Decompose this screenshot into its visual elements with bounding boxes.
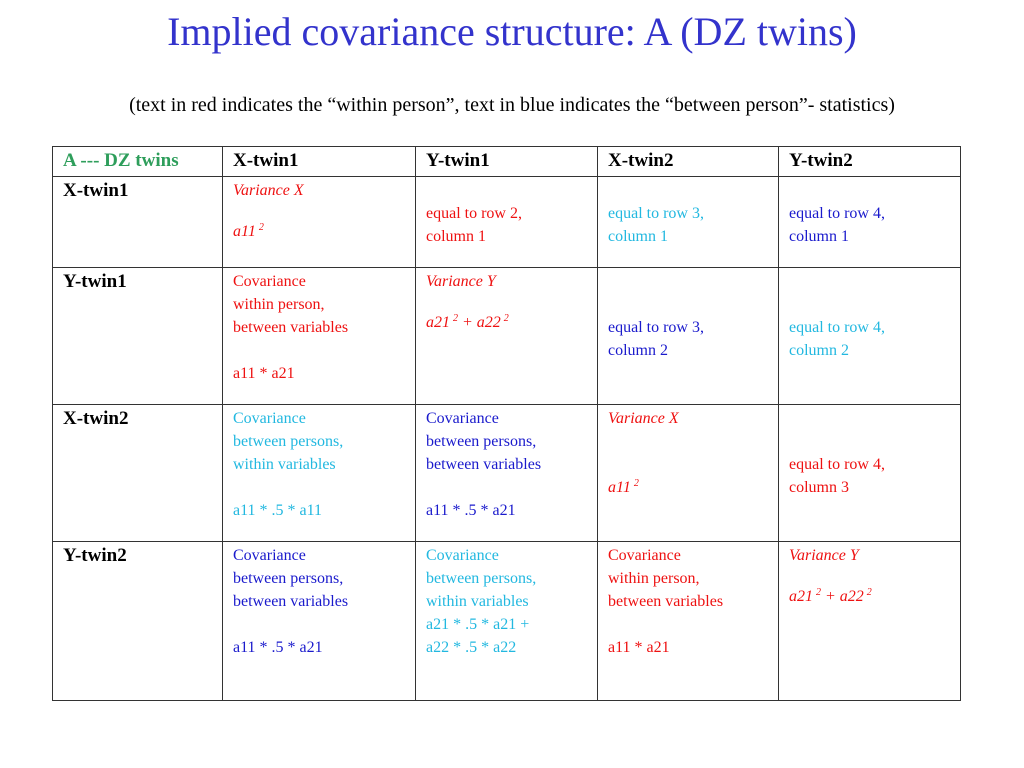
formula-term: a11	[608, 479, 631, 496]
cell-text-line: equal to row 4,	[789, 205, 885, 222]
column-header-y-twin2: Y-twin2	[778, 146, 961, 177]
cell-text-line: between persons,	[426, 433, 537, 450]
cell-formula: a11 * .5 * a21	[426, 502, 516, 519]
cell-text-line: Covariance	[426, 410, 499, 427]
cell-text-line: Covariance	[233, 273, 306, 290]
cell-r3-c4: equal to row 4, column 3	[778, 404, 961, 542]
cell-r2-c1: Covariance within person, between variab…	[222, 267, 416, 405]
table-row-y-twin2: Y-twin2 Covariance between persons, betw…	[52, 541, 961, 701]
cell-r1-c4: equal to row 4, column 1	[778, 176, 961, 268]
column-header-x-twin2: X-twin2	[597, 146, 779, 177]
cell-text-line: Covariance	[426, 547, 499, 564]
cell-r4-c2: Covariance between persons, within varia…	[415, 541, 598, 701]
cell-label: Variance X	[608, 410, 679, 427]
row-header-x-twin2: X-twin2	[52, 404, 223, 542]
cell-text-line: between variables	[233, 319, 349, 336]
row-header-y-twin1: Y-twin1	[52, 267, 223, 405]
formula-term: + a22	[825, 588, 864, 605]
cell-text-line: column 3	[789, 479, 849, 496]
cell-text-line: equal to row 3,	[608, 319, 704, 336]
formula-exponent: 2	[633, 478, 639, 489]
formula-exponent: 2	[258, 222, 264, 233]
cell-text-line: column 2	[608, 342, 668, 359]
cell-text-line: equal to row 3,	[608, 205, 704, 222]
cell-formula: a11 * .5 * a21	[233, 639, 323, 656]
cell-r4-c1: Covariance between persons, between vari…	[222, 541, 416, 701]
cell-formula: a11 * a21	[233, 365, 295, 382]
cell-r2-c3: equal to row 3, column 2	[597, 267, 779, 405]
cell-text-line: column 1	[789, 228, 849, 245]
formula-term: + a22	[462, 314, 501, 331]
cell-text-line: equal to row 4,	[789, 319, 885, 336]
cell-text-line: within person,	[608, 570, 700, 587]
cell-text-line: within person,	[233, 296, 325, 313]
cell-formula: a22 * .5 * a22	[426, 639, 517, 656]
row-header-x-twin1: X-twin1	[52, 176, 223, 268]
cell-formula: a11 * .5 * a11	[233, 502, 323, 519]
formula-exponent: 2	[503, 313, 509, 324]
formula-term: a21	[789, 588, 813, 605]
cell-r4-c3: Covariance within person, between variab…	[597, 541, 779, 701]
cell-text-line: column 1	[608, 228, 668, 245]
cell-text-line: between persons,	[233, 570, 344, 587]
cell-text-line: column 2	[789, 342, 849, 359]
table-row-x-twin2: X-twin2 Covariance between persons, with…	[52, 404, 961, 542]
cell-text-line: between persons,	[233, 433, 344, 450]
column-header-x-twin1: X-twin1	[222, 146, 416, 177]
table-row-y-twin1: Y-twin1 Covariance within person, betwee…	[52, 267, 961, 405]
cell-text-line: equal to row 2,	[426, 205, 522, 222]
formula-term: a11	[233, 223, 256, 240]
slide-subtitle: (text in red indicates the “within perso…	[129, 94, 895, 116]
cell-text-line: between variables	[608, 593, 724, 610]
cell-text-line: between persons,	[426, 570, 537, 587]
table-corner-label: A --- DZ twins	[52, 146, 223, 177]
formula-exponent: 2	[453, 313, 458, 324]
cell-formula: a11 * a21	[608, 639, 670, 656]
cell-text-line: Covariance	[608, 547, 681, 564]
cell-label: Variance Y	[426, 273, 496, 290]
row-header-y-twin2: Y-twin2	[52, 541, 223, 701]
cell-r3-c1: Covariance between persons, within varia…	[222, 404, 416, 542]
cell-r3-c2: Covariance between persons, between vari…	[415, 404, 598, 542]
cell-text-line: equal to row 4,	[789, 456, 885, 473]
cell-r1-c2: equal to row 2, column 1	[415, 176, 598, 268]
cell-label: Variance X	[233, 182, 304, 199]
cell-text-line: within variables	[426, 593, 529, 610]
table-header-row: A --- DZ twins X-twin1 Y-twin1 X-twin2 Y…	[52, 146, 961, 177]
formula-term: a21	[426, 314, 450, 331]
cell-r2-c4: equal to row 4, column 2	[778, 267, 961, 405]
covariance-table: A --- DZ twins X-twin1 Y-twin1 X-twin2 Y…	[52, 146, 961, 701]
cell-text-line: column 1	[426, 228, 486, 245]
cell-text-line: between variables	[426, 456, 542, 473]
formula-exponent: 2	[866, 587, 872, 598]
cell-label: Variance Y	[789, 547, 859, 564]
cell-text-line: Covariance	[233, 547, 306, 564]
formula-exponent: 2	[816, 587, 821, 598]
cell-r1-c3: equal to row 3, column 1	[597, 176, 779, 268]
cell-text-line: within variables	[233, 456, 336, 473]
cell-text-line: Covariance	[233, 410, 306, 427]
slide-title: Implied covariance structure: A (DZ twin…	[167, 9, 857, 54]
cell-text-line: between variables	[233, 593, 349, 610]
column-header-y-twin1: Y-twin1	[415, 146, 598, 177]
cell-formula: a21 * .5 * a21 +	[426, 616, 530, 633]
